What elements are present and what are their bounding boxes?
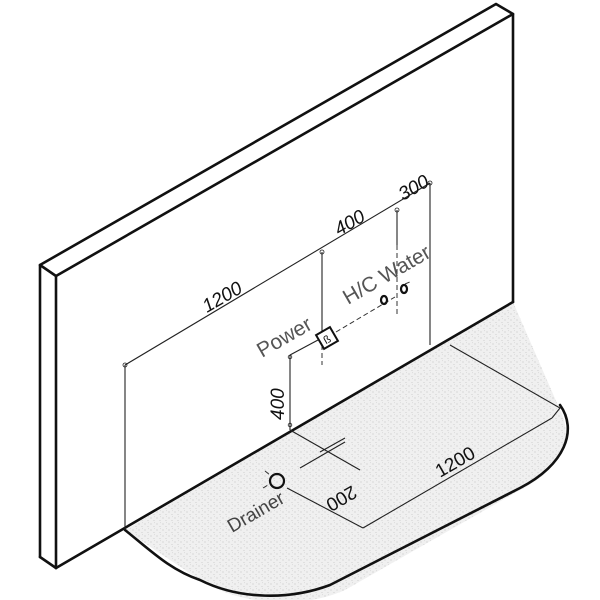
dim-400-height: 400 [268, 388, 289, 420]
drain-icon [268, 472, 286, 490]
wall [38, 2, 515, 570]
cold-water-inlet-icon [399, 283, 409, 295]
floor-slab [123, 302, 570, 600]
hot-water-inlet-icon [379, 294, 389, 306]
power-socket-icon: ß [314, 325, 340, 351]
